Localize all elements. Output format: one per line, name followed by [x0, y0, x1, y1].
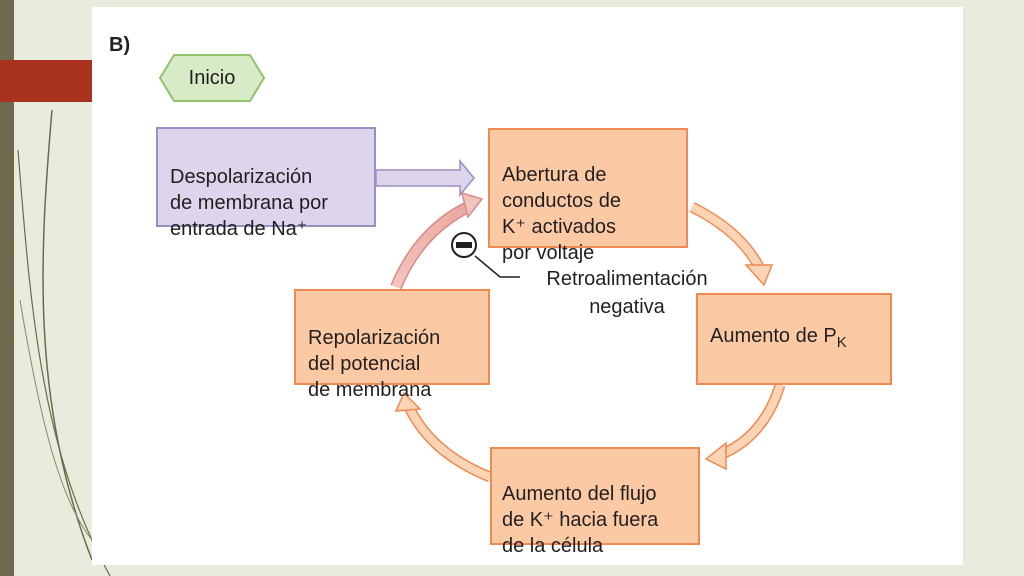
arrow-feedback-to-step1 — [390, 191, 484, 290]
arrow-step1-to-step2 — [689, 202, 774, 287]
input-box-depolarization: Despolarización de membrana por entrada … — [156, 127, 376, 240]
step4-text: Repolarización del potencial de membrana — [308, 327, 441, 401]
step3-text: Aumento del flujo de K⁺ hacia fuera de l… — [502, 483, 659, 557]
feedback-label: Retroalimentación negativa — [522, 265, 732, 321]
slide-left-bar — [0, 0, 14, 576]
step2-box: Aumento de PK — [696, 293, 892, 385]
figure-label: B) — [109, 34, 131, 56]
slide-decoration-lines — [17, 109, 111, 576]
step1-text: Abertura de conductos de K⁺ activados po… — [502, 164, 621, 264]
step4-box: Repolarización del potencial de membrana — [294, 289, 490, 401]
negative-feedback-icon — [451, 232, 477, 258]
input-arrow — [375, 158, 475, 198]
feedback-label-line2: negativa — [589, 296, 665, 318]
arrow-step2-to-step3 — [704, 383, 786, 471]
diagram-connectors — [158, 54, 786, 483]
step2-text-subscript: K — [836, 333, 847, 351]
feedback-label-line1: Retroalimentación — [546, 268, 708, 290]
diagram-figure: B) Inicio Despolarización de membrana po… — [92, 7, 963, 565]
step2-text: Aumento de PK — [710, 323, 847, 356]
feedback-leader-line — [474, 255, 520, 278]
step3-box: Aumento del flujo de K⁺ hacia fuera de l… — [490, 447, 700, 557]
arrow-step3-to-step4 — [394, 391, 493, 483]
input-box-text: Despolarización de membrana por entrada … — [170, 166, 328, 240]
start-label: Inicio — [188, 66, 236, 89]
step1-box: Abertura de conductos de K⁺ activados po… — [488, 128, 688, 264]
step2-text-main: Aumento de P — [710, 324, 837, 347]
start-hexagon-shape — [158, 54, 266, 102]
slide-accent-tab — [0, 60, 92, 102]
